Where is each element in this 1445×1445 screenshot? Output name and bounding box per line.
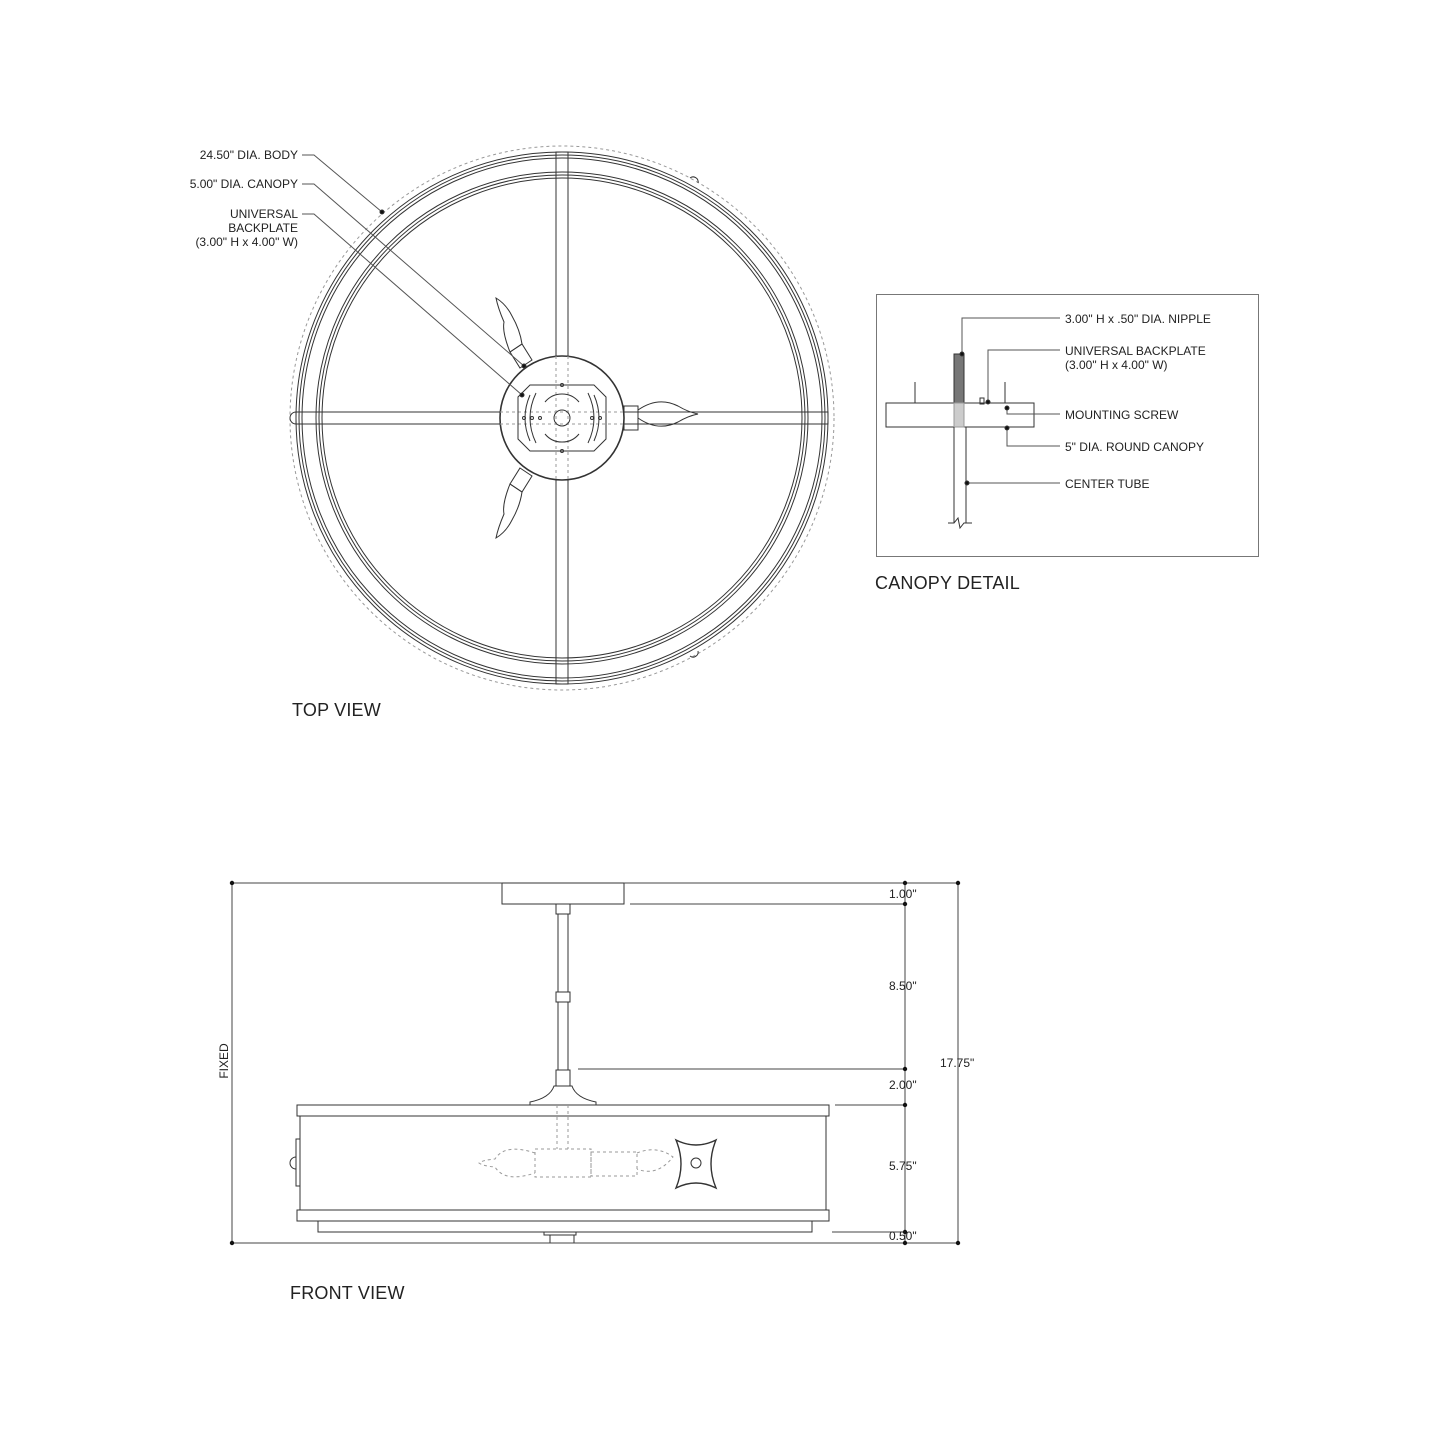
dimension-lines xyxy=(231,882,960,1244)
inner-ring-1 xyxy=(315,171,809,665)
dim-stem: 8.50" xyxy=(889,979,917,993)
callout-canopy-diameter: 5.00" DIA. CANOPY xyxy=(189,177,298,191)
stem-coupler xyxy=(555,991,571,1003)
callout-backplate-line3: (3.00" H x 4.00" W) xyxy=(195,235,298,249)
dim-bottom: 0.50" xyxy=(889,1229,917,1243)
inner-ring-2 xyxy=(318,174,806,662)
callout-mounting-screw: MOUNTING SCREW xyxy=(1065,408,1179,422)
body-bottom-band xyxy=(296,1209,830,1222)
side-clip-left xyxy=(289,411,297,425)
callout-center-tube: CENTER TUBE xyxy=(1065,477,1150,491)
inner-ring-3 xyxy=(321,177,803,659)
callout-backplate-line2: BACKPLATE xyxy=(228,221,298,235)
front-canopy xyxy=(501,882,625,905)
callout-backplate-line1: UNIVERSAL xyxy=(229,207,298,221)
hidden-candle-arm xyxy=(478,1105,674,1178)
dim-overall: 17.75" xyxy=(940,1056,975,1070)
clip-bottom-right xyxy=(689,650,699,658)
callout-backplate-detail-line2: (3.00" H x 4.00" W) xyxy=(1065,358,1168,372)
callout-backplate-detail-line1: UNIVERSAL BACKPLATE xyxy=(1065,344,1206,358)
side-clip xyxy=(295,1138,301,1187)
dim-canopy: 1.00" xyxy=(889,887,917,901)
callout-body-diameter: 24.50" DIA. BODY xyxy=(199,148,298,162)
front-view-drawing xyxy=(229,880,961,1246)
dim-neck: 2.00" xyxy=(889,1078,917,1092)
candle-arm-lower-left xyxy=(495,467,533,540)
backplate-outline xyxy=(517,384,607,452)
top-view-leaders xyxy=(302,154,525,396)
canopy-detail-drawing xyxy=(885,317,1060,530)
callout-round-canopy: 5" DIA. ROUND CANOPY xyxy=(1065,440,1204,454)
body-ring-3 xyxy=(301,157,823,679)
dim-body: 5.75" xyxy=(889,1159,917,1173)
backplate-arc-top xyxy=(544,393,580,403)
backplate-arc-bottom xyxy=(544,433,580,443)
backplate-tab xyxy=(979,397,985,405)
backplate-center-hole xyxy=(553,409,571,427)
bottom-diffuser xyxy=(317,1220,813,1233)
fixed-label: FIXED xyxy=(217,1043,231,1079)
body-shade xyxy=(299,1115,827,1211)
neck-flare xyxy=(529,1085,597,1106)
callout-nipple: 3.00" H x .50" DIA. NIPPLE xyxy=(1065,312,1211,326)
canopy-detail-title: CANOPY DETAIL xyxy=(875,573,1020,593)
star-medallion xyxy=(674,1138,718,1190)
candle-arm-right xyxy=(623,401,699,431)
body-top-band xyxy=(296,1104,830,1117)
top-view-drawing xyxy=(289,145,835,691)
top-view-title: TOP VIEW xyxy=(292,700,381,720)
front-view-title: FRONT VIEW xyxy=(290,1283,405,1303)
clip-top-right xyxy=(689,176,699,184)
canopy-disc xyxy=(499,355,625,481)
finial xyxy=(549,1234,575,1244)
stem-upper xyxy=(557,913,569,993)
stem-lower xyxy=(557,1001,569,1071)
body-ring-2 xyxy=(298,154,826,682)
medallion-boss xyxy=(690,1157,702,1169)
canopy-detail-frame xyxy=(876,294,1259,557)
